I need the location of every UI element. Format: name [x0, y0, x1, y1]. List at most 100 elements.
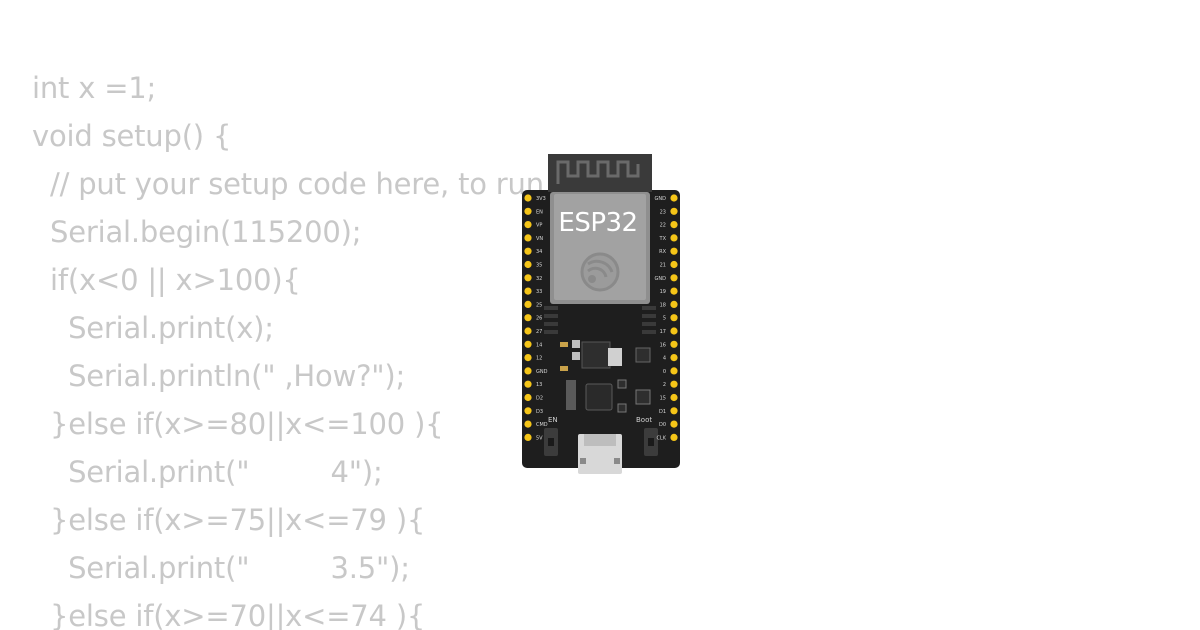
pin-label: 5 — [663, 316, 666, 322]
pin-pad[interactable] — [524, 260, 532, 269]
pin-label: VP — [536, 223, 542, 229]
pin-label: D2 — [536, 396, 543, 402]
pin-pad[interactable] — [524, 393, 532, 402]
pin-label: 23 — [660, 209, 666, 215]
pin-label: 5V — [536, 435, 543, 441]
pin-pad[interactable] — [670, 380, 678, 388]
pin-pad[interactable] — [524, 287, 532, 295]
boot-button-cap — [648, 438, 654, 446]
pin-label: 12 — [536, 356, 542, 362]
pin-pad[interactable] — [524, 420, 532, 428]
pin-label: RX — [659, 249, 666, 255]
pin-label: 16 — [660, 342, 666, 348]
smd-component — [635, 347, 651, 363]
code-line: Serial.println(" ,How?"); — [32, 359, 406, 393]
pin-pad[interactable] — [670, 221, 678, 229]
pin-label: 13 — [536, 382, 542, 388]
pin-label: 3V3 — [536, 196, 546, 202]
pin-label: 27 — [536, 329, 542, 335]
code-line: }else if(x>=80||x<=100 ){ — [32, 407, 444, 441]
smd-component — [560, 342, 568, 347]
pin-pad[interactable] — [670, 194, 678, 202]
pin-pad[interactable] — [524, 327, 532, 335]
en-button-label: EN — [548, 416, 558, 424]
pin-pad[interactable] — [670, 354, 678, 362]
pin-pad[interactable] — [524, 300, 532, 308]
pin-label: TX — [659, 236, 667, 242]
pin-pad[interactable] — [670, 340, 678, 348]
usb-mount-hole — [580, 458, 586, 464]
pin-pad[interactable] — [670, 274, 678, 282]
code-line: }else if(x>=75||x<=79 ){ — [32, 503, 426, 537]
pin-pad[interactable] — [670, 393, 678, 402]
pin-label: D3 — [536, 409, 543, 415]
pin-pad[interactable] — [524, 207, 532, 215]
pin-label: 15 — [660, 396, 666, 402]
pin-pad[interactable] — [670, 260, 678, 269]
pin-pad[interactable] — [670, 367, 678, 375]
pin-pad[interactable] — [524, 314, 532, 322]
micro-usb-opening — [584, 434, 616, 446]
smd-component — [635, 389, 651, 405]
pin-pad[interactable] — [670, 314, 678, 322]
smd-component — [617, 403, 627, 413]
pin-pad[interactable] — [670, 247, 678, 255]
pin-label: 19 — [660, 289, 666, 295]
pin-label: EN — [536, 209, 543, 215]
smd-component — [617, 379, 627, 389]
pin-pad[interactable] — [670, 287, 678, 295]
pin-pad[interactable] — [524, 354, 532, 362]
pin-label: VN — [536, 236, 543, 242]
pin-label: 34 — [536, 249, 542, 255]
usb-mount-hole — [614, 458, 620, 464]
pin-pad[interactable] — [670, 234, 678, 242]
pin-pad[interactable] — [524, 234, 532, 242]
en-button-cap — [548, 438, 554, 446]
pin-pad[interactable] — [670, 207, 678, 215]
module-pads — [544, 306, 656, 334]
code-line: Serial.begin(115200); — [32, 215, 362, 249]
usb-uart-chip — [585, 383, 613, 411]
pin-pad[interactable] — [524, 380, 532, 388]
pin-pad[interactable] — [670, 407, 678, 415]
left-pin-header: 3V3ENVPVN343532332526271412GND13D2D3CMD5… — [524, 194, 548, 441]
pin-label: CLK — [656, 435, 666, 441]
pin-pad[interactable] — [670, 420, 678, 428]
code-line: Serial.print(x); — [32, 311, 274, 345]
pin-pad[interactable] — [524, 194, 532, 202]
voltage-regulator — [581, 341, 611, 369]
pin-label: GND — [655, 196, 667, 202]
pin-pad[interactable] — [524, 274, 532, 282]
chip-label: ESP32 — [558, 208, 638, 238]
espressif-logo-icon — [580, 252, 620, 292]
pin-pad[interactable] — [670, 300, 678, 308]
pin-label: 18 — [660, 302, 666, 308]
smd-component — [572, 340, 580, 348]
pin-pad[interactable] — [524, 340, 532, 348]
pin-pad[interactable] — [524, 407, 532, 415]
pin-label: 14 — [536, 342, 542, 348]
pin-label: D1 — [659, 409, 666, 415]
pin-label: 21 — [660, 263, 666, 269]
pin-pad[interactable] — [670, 327, 678, 335]
pin-pad[interactable] — [670, 433, 678, 441]
code-line: Serial.print(" 3.5"); — [32, 551, 410, 585]
regulator-tab — [608, 348, 622, 366]
pin-pad[interactable] — [524, 433, 532, 441]
module-shield-top — [554, 194, 646, 300]
pin-label: 33 — [536, 289, 542, 295]
pin-label: 4 — [663, 356, 666, 362]
smd-component — [566, 380, 576, 410]
code-line: if(x<0 || x>100){ — [32, 263, 301, 297]
pin-pad[interactable] — [524, 367, 532, 375]
pin-label: 35 — [536, 263, 542, 269]
pin-label: 26 — [536, 316, 542, 322]
code-line: }else if(x>=70||x<=74 ){ — [32, 599, 426, 630]
esp32-board-drawing: 3V3ENVPVN343532332526271412GND13D2D3CMD5… — [522, 154, 680, 474]
pin-pad[interactable] — [524, 247, 532, 255]
smd-component — [560, 366, 568, 371]
pin-pad[interactable] — [524, 221, 532, 229]
pin-label: 0 — [663, 369, 666, 375]
boot-button-label: Boot — [636, 416, 653, 424]
